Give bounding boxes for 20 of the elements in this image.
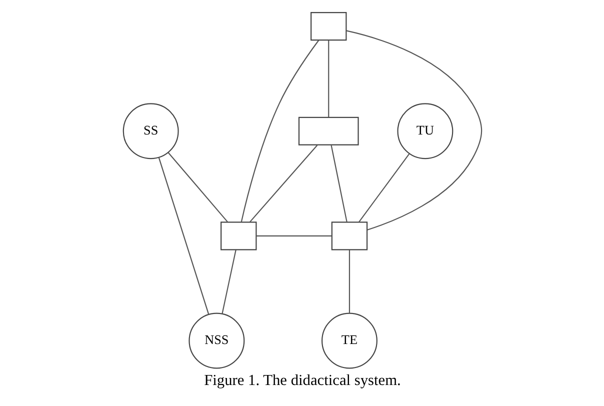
node-box: [298, 116, 358, 146]
connector: [240, 40, 319, 222]
node-circle: TU: [396, 103, 453, 160]
connector: [249, 144, 318, 222]
connector: [158, 157, 209, 314]
connector: [167, 152, 228, 222]
connector: [328, 40, 329, 118]
connector: [256, 235, 332, 236]
node-box: [220, 222, 256, 250]
node-box: [330, 222, 368, 250]
connector: [358, 154, 410, 222]
connector: [330, 145, 347, 222]
node-box: [310, 12, 346, 41]
connector: [221, 250, 236, 314]
connector: [346, 30, 482, 230]
connector: [348, 250, 350, 313]
node-circle: TE: [321, 312, 377, 369]
caption: Figure 1. The didactical system.: [204, 372, 400, 389]
node-circle: SS: [122, 103, 178, 160]
node-circle: NSS: [188, 312, 244, 369]
